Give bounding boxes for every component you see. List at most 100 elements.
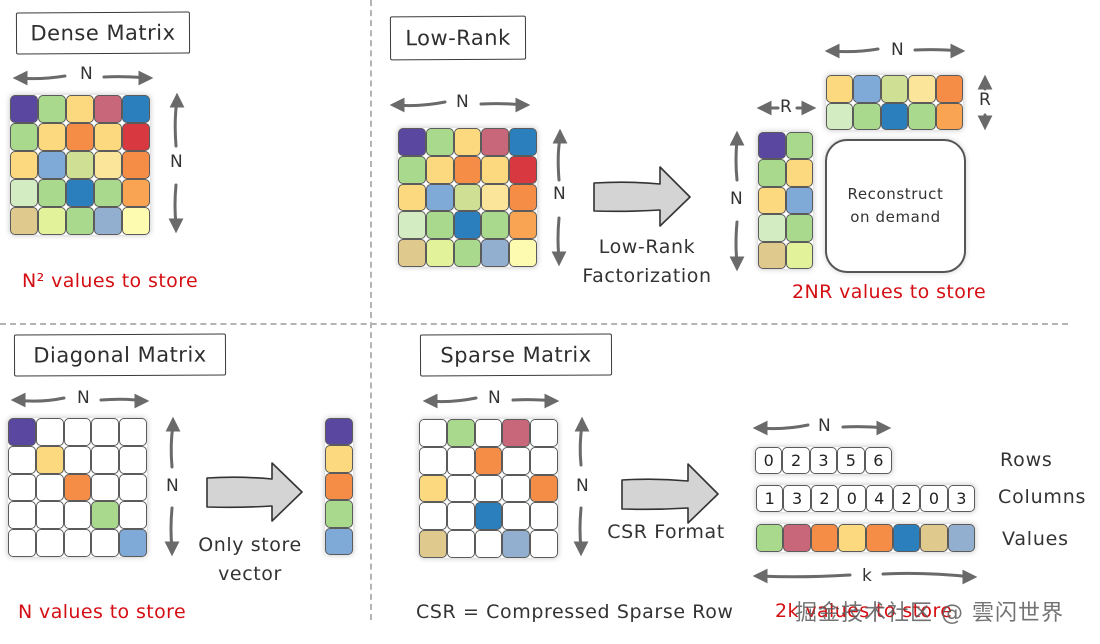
matrix-cell — [785, 214, 813, 242]
factor-top-row-dim: R — [979, 90, 991, 110]
matrix-cell — [10, 123, 38, 151]
low-rank-col-dim: N — [456, 92, 469, 112]
sparse-title: Sparse Matrix — [419, 333, 613, 377]
matrix-cell — [453, 211, 482, 240]
matrix-cell — [35, 418, 64, 446]
low-rank-storage: 2NR values to store — [792, 281, 987, 303]
matrix-cell — [122, 123, 150, 151]
matrix-cell — [509, 239, 537, 267]
diagonal-vector — [325, 418, 353, 555]
dense-title: Dense Matrix — [15, 11, 191, 55]
reconstruct-line2: on demand — [850, 208, 941, 226]
low-rank-caption-line2: Factorization — [582, 265, 712, 287]
matrix-cell — [10, 95, 38, 123]
matrix-cell — [8, 445, 36, 474]
csr-value-cell — [865, 524, 893, 552]
matrix-cell — [94, 207, 122, 235]
matrix-cell — [94, 179, 122, 207]
matrix-cell — [8, 473, 36, 502]
matrix-cell — [38, 123, 66, 151]
matrix-cell — [446, 446, 475, 475]
matrix-cell — [758, 159, 786, 187]
matrix-cell — [94, 95, 122, 123]
matrix-cell — [10, 207, 38, 235]
sparse-arrow-icon — [621, 463, 719, 524]
matrix-cell — [509, 183, 537, 212]
csr-index-cell: 0 — [920, 485, 948, 512]
matrix-cell — [908, 75, 936, 103]
matrix-cell — [530, 530, 558, 558]
sparse-matrix — [419, 419, 558, 558]
matrix-cell — [35, 473, 64, 502]
matrix-cell — [935, 75, 963, 103]
matrix-cell — [63, 418, 92, 446]
matrix-cell — [91, 445, 120, 474]
matrix-cell — [474, 446, 503, 475]
diagonal-arrow-caption: Only store vector — [180, 531, 320, 589]
matrix-cell — [530, 419, 558, 447]
matrix-cell — [785, 159, 813, 187]
csr-columns-label: Columns — [998, 486, 1087, 508]
csr-top-dim: N — [818, 416, 831, 436]
matrix-cell — [758, 132, 786, 160]
matrix-cell — [502, 419, 531, 447]
matrix-cell — [453, 155, 482, 184]
matrix-cell — [474, 419, 503, 447]
sparse-storage: 2k values to store — [775, 600, 953, 622]
dense-storage: N² values to store — [22, 270, 199, 292]
diagonal-col-dim: N — [77, 388, 90, 408]
matrix-cell — [509, 211, 537, 240]
matrix-cell — [91, 473, 120, 502]
low-rank-arrow-icon — [593, 166, 691, 227]
matrix-cell — [119, 501, 147, 530]
matrix-cell — [66, 151, 94, 179]
matrix-cell — [481, 155, 510, 184]
factor-top-matrix — [826, 75, 963, 130]
matrix-cell — [481, 211, 510, 240]
matrix-cell — [502, 446, 531, 475]
matrix-cell — [453, 183, 482, 212]
matrix-cell — [398, 155, 426, 184]
csr-index-cell: 3 — [783, 485, 811, 512]
low-rank-dim-arrows — [389, 43, 993, 272]
matrix-cell — [38, 151, 66, 179]
matrix-cell — [66, 95, 94, 123]
matrix-cell — [38, 179, 66, 207]
matrix-cell — [785, 186, 813, 215]
matrix-cell — [91, 418, 120, 446]
matrix-cell — [419, 419, 447, 447]
csr-index-cell: 1 — [756, 485, 784, 512]
csr-value-cell — [947, 524, 975, 552]
factor-left-col-dim: R — [780, 97, 792, 117]
dense-col-dim: N — [80, 64, 93, 84]
csr-values-label: Values — [1002, 528, 1069, 550]
vertical-divider — [370, 0, 372, 620]
csr-value-cell — [783, 524, 811, 552]
matrix-cell — [38, 207, 66, 235]
csr-bottom-dim: k — [862, 566, 872, 586]
csr-index-cell: 3 — [947, 485, 975, 512]
matrix-cell — [66, 123, 94, 151]
low-rank-caption-line1: Low-Rank — [598, 236, 696, 258]
csr-index-cell: 6 — [864, 447, 892, 474]
horizontal-divider — [0, 323, 1068, 325]
matrix-cell — [758, 186, 786, 215]
matrix-cell — [10, 179, 38, 207]
matrix-cell — [35, 445, 64, 474]
csr-index-cell: 2 — [810, 485, 839, 512]
reconstruct-box: Reconstruct on demand — [825, 139, 966, 273]
vector-cell — [325, 527, 353, 555]
matrix-cell — [63, 501, 92, 530]
matrix-cell — [474, 474, 503, 503]
csr-index-cell: 2 — [782, 447, 810, 474]
csr-value-cell — [892, 524, 921, 552]
matrix-cell — [63, 529, 92, 557]
matrix-cell — [419, 502, 447, 531]
matrix-cell — [502, 530, 531, 558]
matrix-cell — [419, 474, 447, 503]
matrix-cell — [425, 128, 454, 156]
matrix-cell — [122, 151, 150, 179]
matrix-cell — [398, 211, 426, 240]
matrix-cell — [509, 155, 537, 184]
